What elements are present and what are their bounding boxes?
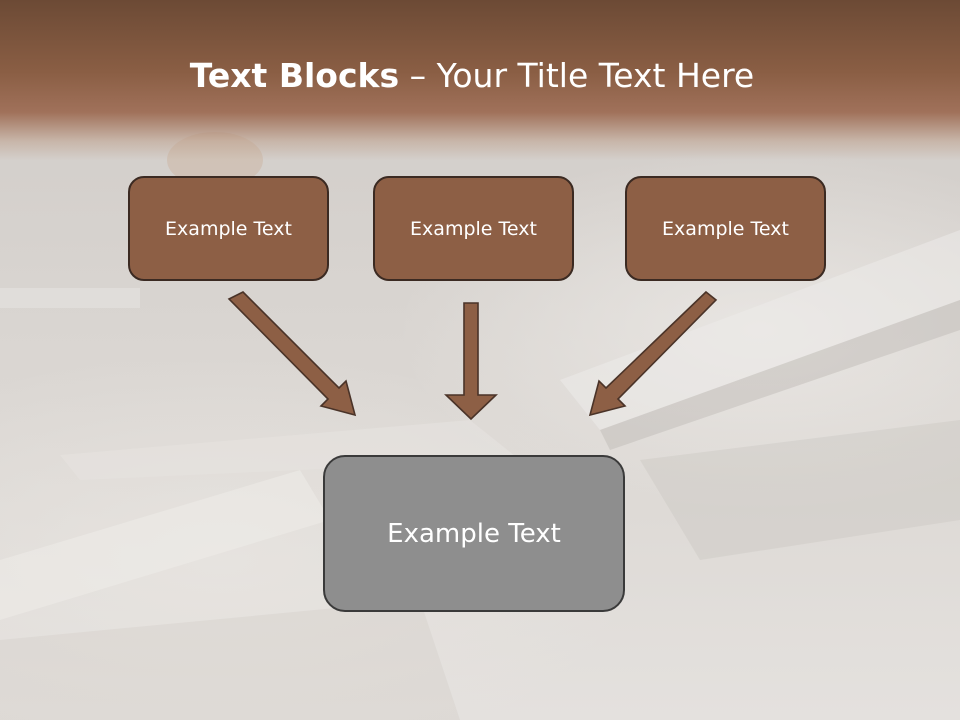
text-block-2-label: Example Text	[410, 217, 537, 240]
text-block-3: Example Text	[625, 176, 826, 281]
text-block-2: Example Text	[373, 176, 574, 281]
text-block-1-label: Example Text	[165, 217, 292, 240]
text-block-1: Example Text	[128, 176, 329, 281]
slide-title: Text Blocks – Your Title Text Here	[0, 54, 944, 98]
center-text-block: Example Text	[323, 455, 625, 612]
title-bold-text: Text Blocks	[189, 56, 400, 95]
title-rest-text: – Your Title Text Here	[399, 56, 755, 95]
text-block-3-label: Example Text	[662, 217, 789, 240]
title-banner	[0, 0, 960, 160]
center-text-block-label: Example Text	[387, 518, 561, 549]
